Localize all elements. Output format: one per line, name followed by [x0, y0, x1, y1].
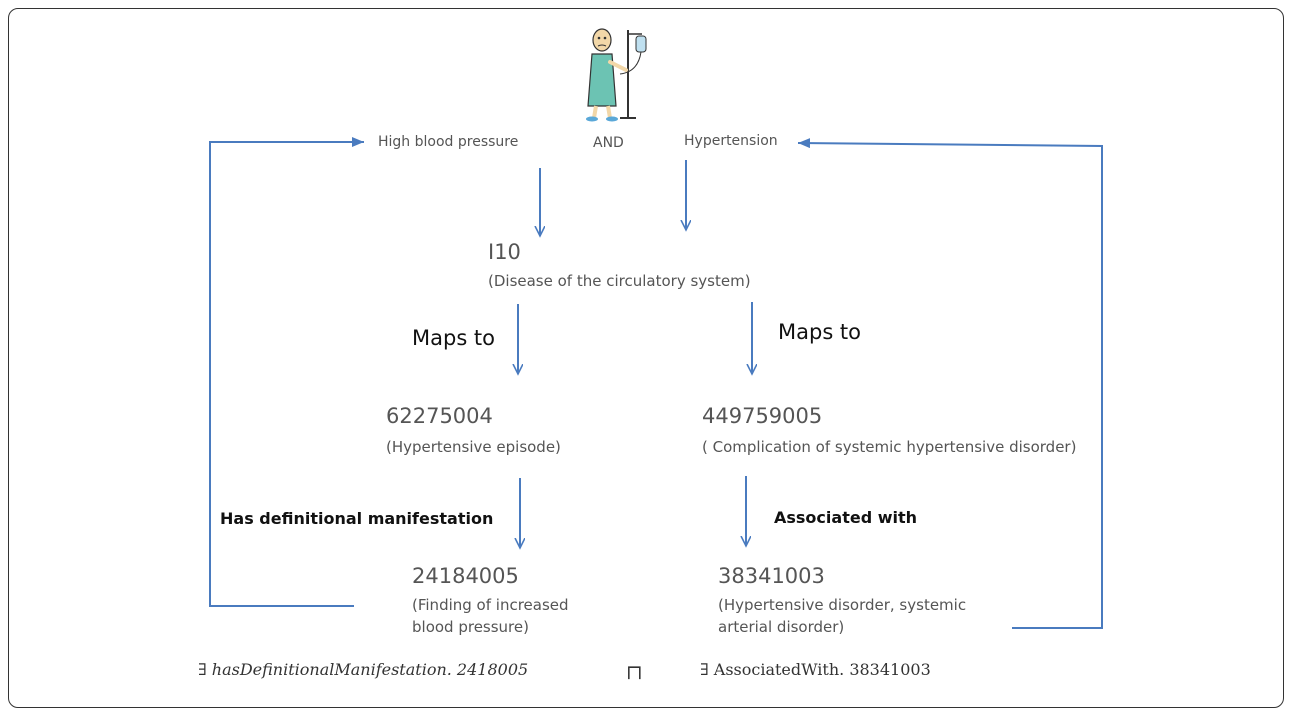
- term-high-blood-pressure: High blood pressure: [378, 134, 519, 150]
- formula-right: ∃ AssociatedWith. 38341003: [700, 660, 931, 679]
- right-target-description-1: (Hypertensive disorder, systemic: [718, 596, 967, 614]
- icd-description: (Disease of the circulatory system): [488, 272, 751, 290]
- left-target-code: 24184005: [412, 564, 519, 588]
- patient-iv-icon: [586, 28, 647, 122]
- left-loop-line: [209, 137, 364, 607]
- term-hypertension: Hypertension: [684, 133, 778, 149]
- connector-arrows: [209, 137, 1103, 629]
- formula-left: ∃ hasDefinitionalManifestation. 2418005: [198, 660, 529, 679]
- left-maps-to-label: Maps to: [412, 326, 496, 350]
- right-target-code: 38341003: [718, 564, 825, 588]
- left-snomed-description: (Hypertensive episode): [386, 438, 561, 456]
- right-loop-line: [797, 138, 1103, 629]
- formula-operator: ⊓: [626, 660, 643, 684]
- associated-with-label: Associated with: [774, 508, 918, 527]
- left-target-description-1: (Finding of increased: [412, 596, 569, 614]
- right-target-description-2: arterial disorder): [718, 618, 845, 636]
- right-snomed-code: 449759005: [702, 404, 823, 428]
- right-snomed-description: ( Complication of systemic hypertensive …: [702, 438, 1077, 456]
- and-connector: AND: [593, 135, 624, 151]
- icd-code: I10: [488, 240, 521, 264]
- has-definitional-manifestation-label: Has definitional manifestation: [220, 509, 494, 528]
- right-maps-to-label: Maps to: [778, 320, 862, 344]
- left-target-description-2: blood pressure): [412, 618, 529, 636]
- left-snomed-code: 62275004: [386, 404, 493, 428]
